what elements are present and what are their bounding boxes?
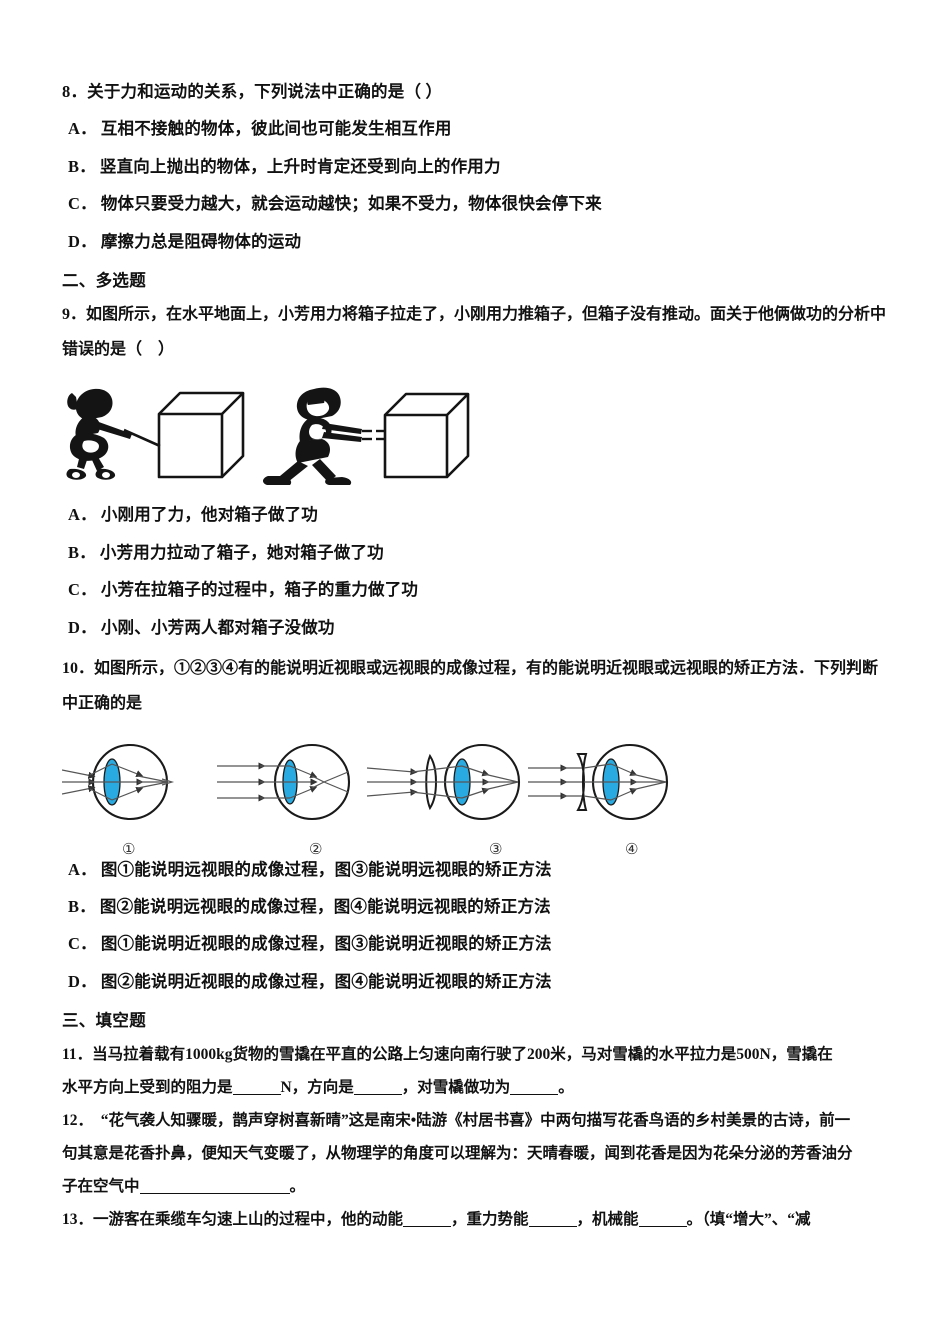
- option-label: A．: [68, 505, 97, 525]
- question-10-stem-line2: 中正确的是: [62, 695, 143, 713]
- question-11-line1: 11．当马拉着载有1000kg货物的雪撬在平直的公路上匀速向南行驶了200米，马…: [62, 1046, 833, 1064]
- q13-text-a: 13．一游客在乘缆车匀速上山的过程中，他的动能: [62, 1211, 404, 1229]
- pull-push-illustration: [66, 388, 470, 486]
- eye-diagram-1: [62, 743, 175, 820]
- option-label: D．: [68, 231, 97, 251]
- option-label: B．: [68, 896, 96, 916]
- figure-pull-push-box: [62, 377, 924, 489]
- question-9-option-b[interactable]: B．小芳用力拉动了箱子，她对箱子做了功: [62, 541, 924, 564]
- question-11-line2: 水平方向上受到的阻力是 N，方向是 ，对雪橇做功为 。: [62, 1072, 924, 1103]
- option-text: 小刚用了力，他对箱子做了功: [100, 505, 318, 525]
- q13-blank-2[interactable]: [528, 1226, 577, 1228]
- question-13-line1: 13．一游客在乘缆车匀速上山的过程中，他的动能 ，重力势能 ，机械能 。（填“增大”、…: [62, 1204, 924, 1235]
- eye-label-1: ①: [122, 839, 136, 858]
- question-9-option-d[interactable]: D．小刚、小芳两人都对箱子没做功: [62, 616, 924, 639]
- option-text: 图①能说明远视眼的成像过程，图③能说明远视眼的矫正方法: [100, 859, 552, 879]
- q11-blank-1[interactable]: [232, 1094, 281, 1096]
- question-10-stem-line1: 10．如图所示，①②③④有的能说明近视眼或远视眼的成像过程，有的能说明近视眼或远…: [62, 660, 879, 678]
- q13-blank-3[interactable]: [638, 1226, 687, 1228]
- option-label: C．: [68, 194, 97, 214]
- box-left: [157, 392, 245, 479]
- option-text: 竖直向上抛出的物体，上升时肯定还受到向上的作用力: [99, 156, 501, 176]
- option-text: 物体只要受力越大，就会运动越快；如果不受力，物体很快会停下来: [100, 194, 602, 214]
- q12-text-b: 。: [289, 1178, 306, 1196]
- question-10-option-d[interactable]: D．图②能说明近视眼的成像过程，图④能说明近视眼的矫正方法: [62, 970, 924, 993]
- q11-text-a: 水平方向上受到的阻力是: [62, 1079, 233, 1097]
- option-text: 小芳用力拉动了箱子，她对箱子做了功: [99, 542, 384, 562]
- option-text: 图②能说明远视眼的成像过程，图④能说明远视眼的矫正方法: [99, 896, 551, 916]
- box-right: [383, 393, 470, 479]
- question-10-option-c[interactable]: C．图①能说明近视眼的成像过程，图③能说明近视眼的矫正方法: [62, 932, 924, 955]
- option-text: 图①能说明近视眼的成像过程，图③能说明近视眼的矫正方法: [100, 934, 552, 954]
- question-8-option-a[interactable]: A．互相不接触的物体，彼此间也可能发生相互作用: [62, 117, 924, 140]
- option-label: B．: [68, 542, 96, 562]
- q13-text-b: ，重力势能: [451, 1211, 529, 1229]
- question-12-line2: 句其意是花香扑鼻，便知天气变暖了，从物理学的角度可以理解为：天晴春暖，闻到花香是…: [62, 1145, 853, 1163]
- q11-blank-2[interactable]: [353, 1094, 402, 1096]
- option-text: 图②能说明近视眼的成像过程，图④能说明近视眼的矫正方法: [100, 971, 552, 991]
- option-text: 小刚、小芳两人都对箱子没做功: [100, 617, 335, 637]
- push-force-dashes: [362, 430, 386, 441]
- page-content: 8．关于力和运动的关系，下列说法中正确的是（ ） A．互相不接触的物体，彼此间也…: [62, 80, 924, 1237]
- section-heading-two: 二、多选题: [62, 271, 146, 291]
- q13-text-d: 。（填“增大”、“减: [686, 1211, 811, 1229]
- question-10-option-b[interactable]: B．图②能说明远视眼的成像过程，图④能说明远视眼的矫正方法: [62, 895, 924, 918]
- question-12-line3: 子在空气中 。: [62, 1171, 924, 1202]
- option-text: 互相不接触的物体，彼此间也可能发生相互作用: [100, 119, 452, 139]
- option-label: D．: [68, 971, 97, 991]
- q13-text-c: ，机械能: [576, 1211, 639, 1229]
- question-8-option-d[interactable]: D．摩擦力总是阻碍物体的运动: [62, 230, 924, 253]
- question-10-option-a[interactable]: A．图①能说明远视眼的成像过程，图③能说明远视眼的矫正方法: [62, 858, 924, 881]
- eye-label-4: ④: [625, 839, 639, 858]
- figure-eye-optics: ① ② ③ ④: [62, 730, 924, 858]
- question-9-stem-line1: 9．如图所示，在水平地面上，小芳用力将箱子拉走了，小刚用力推箱子，但箱子没有推动…: [62, 306, 887, 324]
- question-8-option-c[interactable]: C．物体只要受力越大，就会运动越快；如果不受力，物体很快会停下来: [62, 192, 924, 215]
- eye-diagram-4: [528, 743, 669, 820]
- q11-text-d: 。: [558, 1079, 574, 1097]
- question-8-stem: 8．关于力和运动的关系，下列说法中正确的是（ ）: [62, 82, 443, 101]
- section-heading-three: 三、填空题: [62, 1011, 146, 1031]
- eye-diagrams: [62, 743, 669, 820]
- q12-blank-1[interactable]: [139, 1193, 290, 1195]
- eye-label-2: ②: [309, 839, 323, 858]
- eye-diagram-2: [217, 743, 351, 820]
- option-label: A．: [68, 859, 97, 879]
- eye-diagram-labels: ① ② ③ ④: [62, 840, 924, 866]
- boy-figure: [262, 388, 362, 486]
- girl-figure: [66, 389, 132, 481]
- q12-text-a: 子在空气中: [62, 1178, 140, 1196]
- question-9-option-a[interactable]: A．小刚用了力，他对箱子做了功: [62, 503, 924, 526]
- option-label: D．: [68, 617, 97, 637]
- question-12-line1: 12． “花气袭人知骤暖，鹊声穿树喜新晴”这是南宋•陆游《村居书喜》中两句描写花…: [62, 1112, 851, 1130]
- option-text: 小芳在拉箱子的过程中，箱子的重力做了功: [100, 580, 419, 600]
- rope-line: [123, 429, 161, 448]
- eye-label-3: ③: [489, 839, 503, 858]
- q13-blank-1[interactable]: [403, 1226, 452, 1228]
- question-8-option-b[interactable]: B．竖直向上抛出的物体，上升时肯定还受到向上的作用力: [62, 155, 924, 178]
- q11-text-b: N，方向是: [280, 1079, 354, 1097]
- option-label: C．: [68, 580, 97, 600]
- option-label: B．: [68, 156, 96, 176]
- q11-text-c: ，对雪橇做功为: [401, 1079, 511, 1097]
- question-9-stem-line2: 错误的是（ ）: [62, 341, 175, 359]
- eye-diagram-3: [366, 743, 521, 820]
- option-label: A．: [68, 119, 97, 139]
- option-text: 摩擦力总是阻碍物体的运动: [100, 231, 302, 251]
- q11-blank-3[interactable]: [510, 1094, 559, 1096]
- option-label: C．: [68, 934, 97, 954]
- question-9-option-c[interactable]: C．小芳在拉箱子的过程中，箱子的重力做了功: [62, 578, 924, 601]
